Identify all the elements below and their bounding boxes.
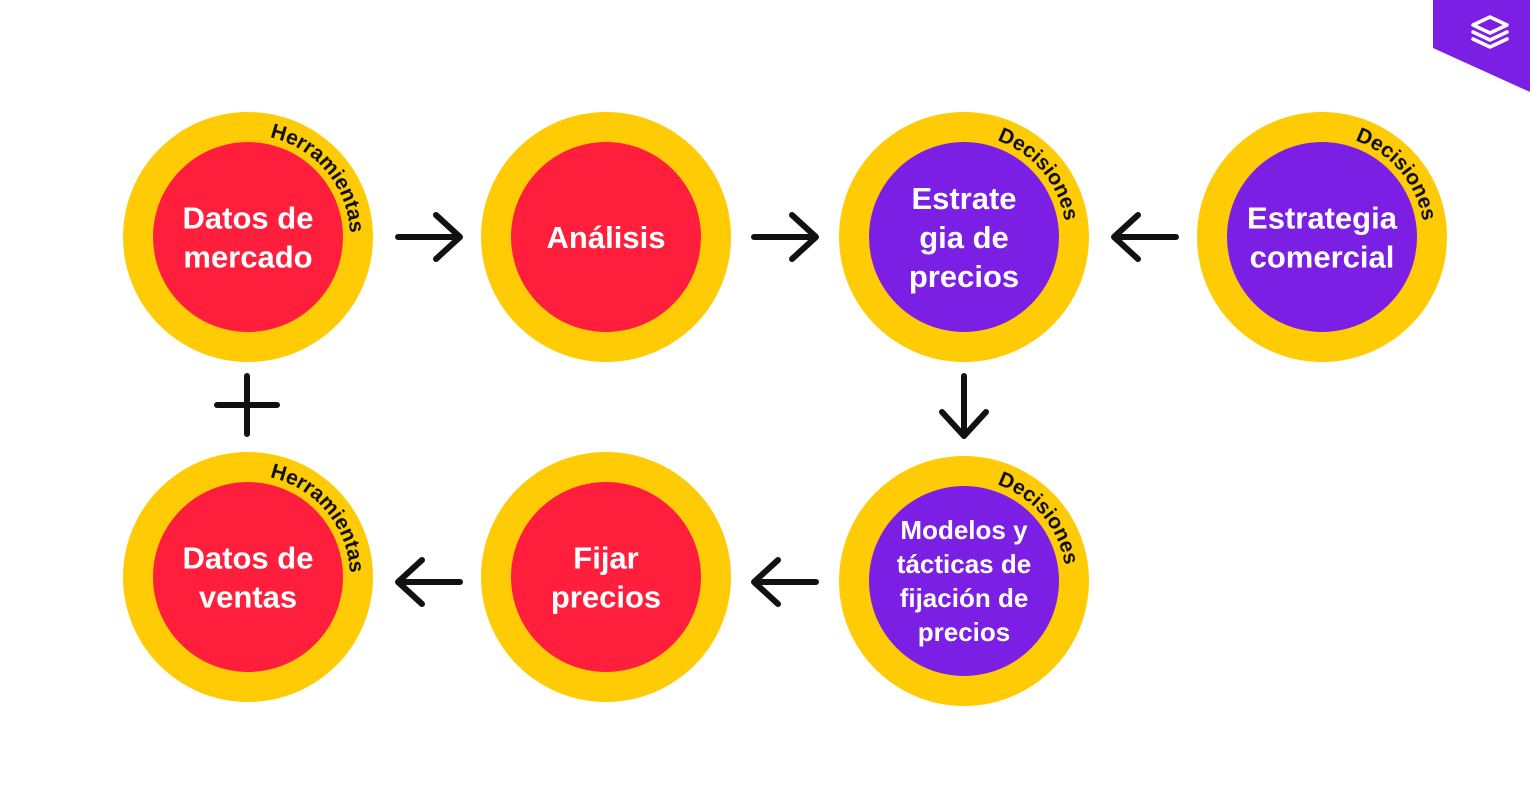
node-core (153, 482, 343, 672)
node-label: Datos de ventas (183, 540, 314, 614)
node-label: Datos de mercado (183, 200, 314, 274)
node-label-line: precios (909, 259, 1019, 294)
plus-icon (214, 373, 280, 437)
layers-logo-icon (1471, 15, 1509, 49)
arrow-datos-mercado-to-analisis (395, 212, 463, 262)
node-label-line: Modelos y (900, 515, 1028, 545)
arrow-estrategia-comercial-to-estrategia-precios (1111, 212, 1179, 262)
node-label-line: fijación de (900, 583, 1029, 613)
node-label: Estrategia comercial (1247, 200, 1398, 274)
node-label-line: Fijar (573, 540, 638, 575)
arrow-analisis-to-estrategia-precios (751, 212, 819, 262)
node-label-line: Análisis (547, 220, 666, 255)
node-core (511, 482, 701, 672)
node-label-line: comercial (1250, 239, 1395, 274)
brand-corner-shape (1433, 0, 1530, 92)
node-label: Modelos y tácticas de fijación de precios (897, 515, 1031, 647)
node-label-line: tácticas de (897, 549, 1031, 579)
node-analisis: Análisis (481, 112, 731, 362)
node-label: Análisis (547, 220, 666, 255)
node-core (869, 486, 1059, 676)
node-core (153, 142, 343, 332)
node-core (511, 142, 701, 332)
arrow-estrategia-precios-to-modelos-tacticas (939, 373, 989, 439)
node-label-line: precios (918, 617, 1011, 647)
node-fijar-precios: Fijar precios (481, 452, 731, 702)
node-label-line: mercado (183, 239, 312, 274)
node-label: Fijar precios (551, 540, 661, 614)
node-label-line: precios (551, 579, 661, 614)
node-label-line: Estrategia (1247, 200, 1398, 235)
node-label: Estrate gia de precios (909, 181, 1019, 294)
node-label-line: Datos de (183, 200, 314, 235)
node-core (1227, 142, 1417, 332)
node-label-line: ventas (199, 579, 297, 614)
node-label-line: Datos de (183, 540, 314, 575)
node-label-line: Estrate (911, 181, 1016, 216)
brand-badge (1433, 0, 1530, 92)
arrow-fijar-precios-to-datos-ventas (395, 557, 463, 607)
edges-layer (395, 212, 1179, 607)
node-label-line: gia de (919, 220, 1009, 255)
node-core (869, 142, 1059, 332)
arrow-modelos-tacticas-to-fijar-precios (751, 557, 819, 607)
